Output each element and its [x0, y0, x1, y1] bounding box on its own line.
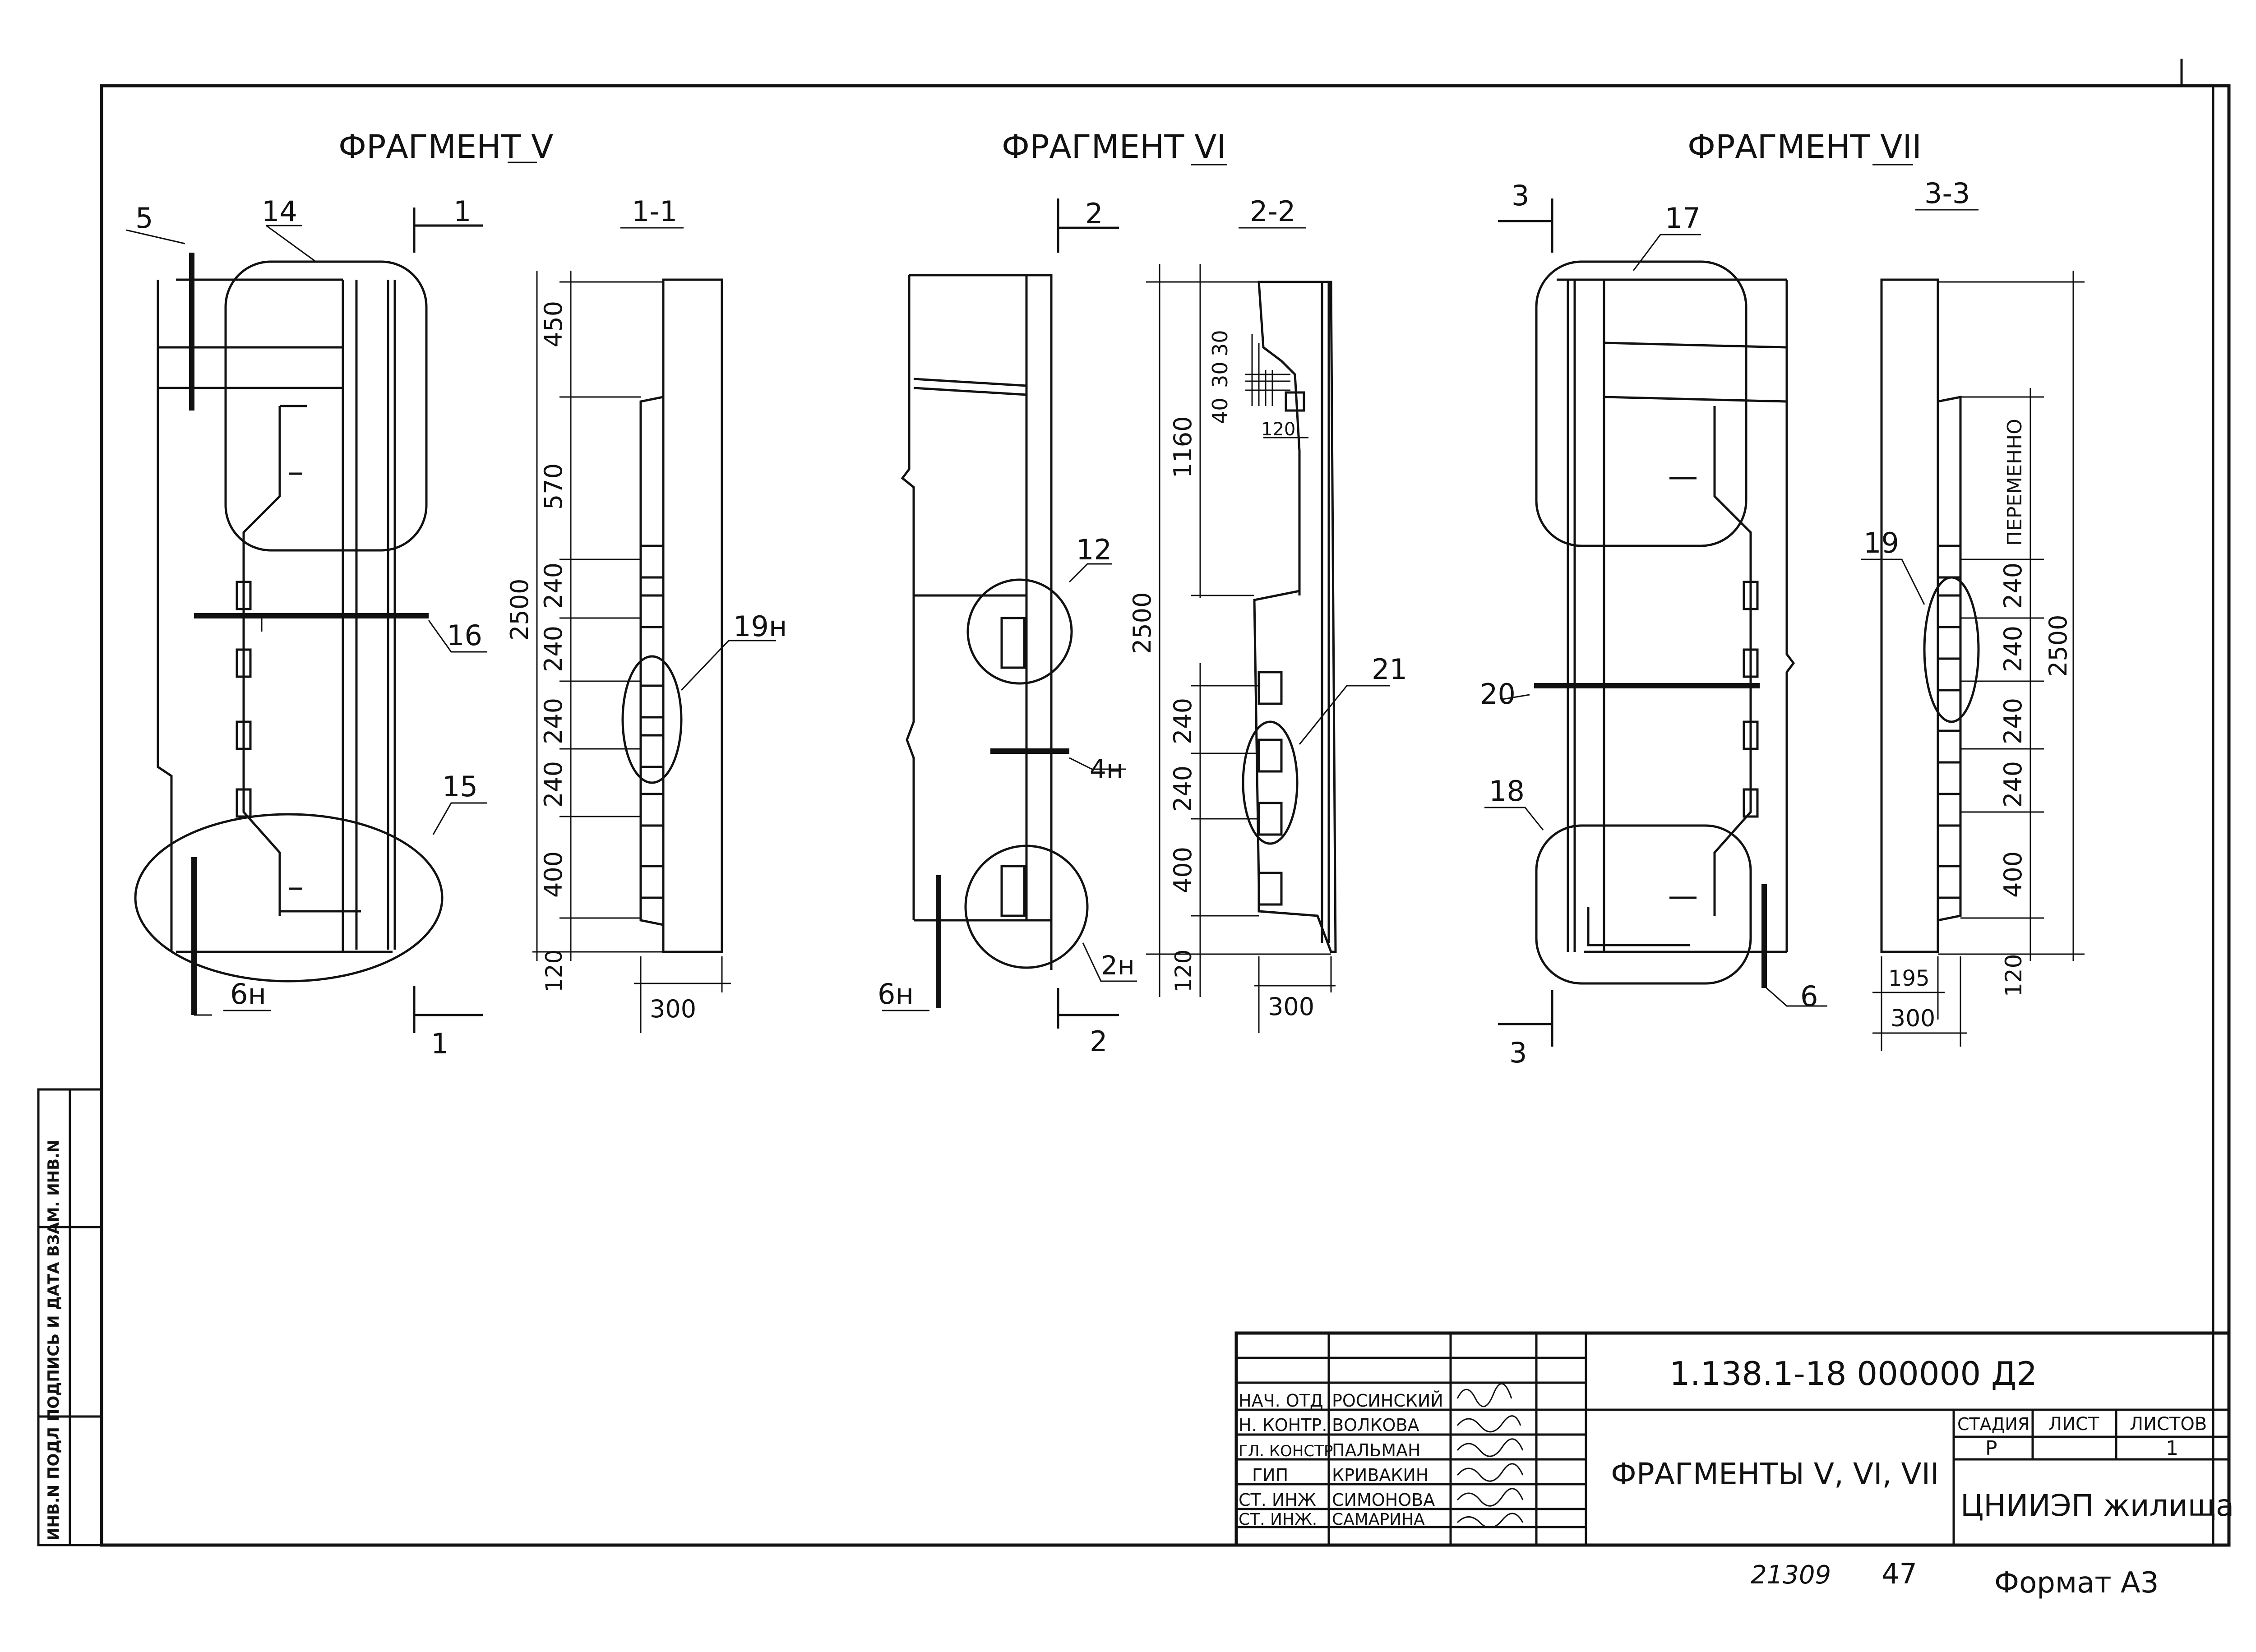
dim-1160: 1160 — [1169, 416, 1197, 478]
fragment-6-title: ФРАГМЕНТ VI — [1002, 128, 1226, 166]
stage-head: СТАДИЯ — [1957, 1414, 2029, 1434]
stage-value: Р — [1985, 1437, 1997, 1460]
fragment-5-title: ФРАГМЕНТ V — [338, 128, 553, 166]
staff-name-5: САМАРИНА — [1332, 1510, 1425, 1529]
org-name: ЦНИИЭП жилища — [1960, 1488, 2234, 1523]
dim-2500-c: 2500 — [2044, 615, 2072, 677]
staff-role-3: ГИП — [1252, 1465, 1288, 1485]
staff-role-0: НАЧ. ОТД — [1239, 1391, 1323, 1411]
callout-1-top: 1 — [453, 195, 471, 228]
sheet-frame — [100, 84, 2231, 1547]
sheets-total: 1 — [2166, 1437, 2178, 1460]
callout-15: 15 — [442, 770, 478, 803]
staff-name-3: КРИВАКИН — [1332, 1465, 1428, 1485]
fragment-7-title: ФРАГМЕНТ VII — [1687, 128, 1922, 166]
dim-300-c: 300 — [1891, 1005, 1935, 1032]
dim-240-f: 240 — [1169, 766, 1197, 812]
callout-6n-b: 6н — [878, 978, 914, 1011]
callout-3-bottom: 3 — [1509, 1036, 1527, 1069]
side-stamp-text: ИНВ.N ПОДЛ ПОДПИСЬ И ДАТА ВЗАМ. ИНВ.N — [45, 1140, 63, 1541]
dim-240-a: 240 — [539, 563, 568, 609]
callout-2-top: 2 — [1085, 197, 1103, 230]
callout-14: 14 — [262, 195, 297, 228]
dim-variable: ПЕРЕМЕННО — [2003, 419, 2026, 546]
signatures — [1456, 1383, 1524, 1528]
callout-5: 5 — [135, 202, 153, 235]
dim-2500: 2500 — [505, 579, 534, 641]
dim-300-b: 300 — [1268, 992, 1314, 1021]
section-3-3: 3-3 19 ПЕРЕМЕННО 240 240 240 240 4 — [1861, 177, 2085, 1051]
dim-30-b: 30 — [1208, 361, 1232, 388]
dim-120: 120 — [541, 950, 567, 992]
callout-18: 18 — [1489, 775, 1525, 808]
dim-120-c: 120 — [2001, 954, 2027, 997]
dim-40: 40 — [1208, 397, 1232, 424]
section-3-3-title: 3-3 — [1924, 177, 1970, 210]
dim-300: 300 — [650, 995, 696, 1023]
callout-19n: 19н — [733, 610, 787, 643]
staff-role-4: СТ. ИНЖ — [1239, 1490, 1316, 1510]
callout-20: 20 — [1480, 678, 1516, 711]
inventory-number: 21309 — [1751, 1560, 1831, 1590]
dim-240-i: 240 — [1999, 698, 2027, 744]
section-1-1-title: 1-1 — [632, 195, 677, 228]
callout-2-bottom: 2 — [1090, 1025, 1107, 1058]
dim-240-b: 240 — [539, 626, 568, 672]
callout-16: 16 — [447, 619, 482, 652]
dim-30-a: 30 — [1208, 330, 1232, 356]
dim-240-e: 240 — [1169, 698, 1197, 744]
staff-role-1: Н. КОНТР. — [1239, 1415, 1327, 1435]
staff-role-5: СТ. ИНЖ. — [1239, 1510, 1317, 1529]
callout-6: 6 — [1800, 980, 1818, 1013]
staff-name-2: ПАЛЬМАН — [1332, 1440, 1421, 1460]
dim-240-d: 240 — [539, 761, 568, 808]
doc-code: 1.138.1-18 000000 Д2 — [1669, 1355, 2037, 1393]
fragment-5: ФРАГМЕНТ V 1 1 5 14 — [126, 128, 553, 1060]
staff-name-1: ВОЛКОВА — [1332, 1415, 1419, 1435]
staff-role-2: ГЛ. КОНСТР — [1239, 1442, 1333, 1460]
callout-6n-a: 6н — [230, 978, 266, 1011]
staff-name-0: РОСИНСКИЙ — [1332, 1391, 1443, 1411]
dim-240-g: 240 — [1999, 563, 2027, 609]
callout-3-top: 3 — [1512, 179, 1529, 212]
dim-400-b: 400 — [1169, 847, 1197, 893]
dim-400: 400 — [539, 851, 568, 898]
fragment-6: ФРАГМЕНТ VI 4н 12 2н 6н 2 2 — [878, 128, 1227, 1058]
dim-195: 195 — [1888, 966, 1930, 991]
sheet-head: ЛИСТ — [2048, 1414, 2099, 1435]
dim-120-b: 120 — [1170, 950, 1197, 992]
dim-120-h: 120 — [1261, 419, 1295, 440]
dim-240-j: 240 — [1999, 761, 2027, 808]
callout-17: 17 — [1665, 202, 1701, 235]
title-block: 1.138.1-18 000000 Д2 ФРАГМЕНТЫ V, VI, VI… — [1234, 1331, 2234, 1547]
dim-2500-b: 2500 — [1128, 592, 1156, 654]
dim-240-h: 240 — [1999, 626, 2027, 672]
side-stamp: ИНВ.N ПОДЛ ПОДПИСЬ И ДАТА ВЗАМ. ИНВ.N — [37, 1088, 103, 1546]
section-1-1: 1-1 450 570 240 240 240 240 400 — [505, 195, 787, 1033]
section-2-2: 2-2 21 — [1128, 195, 1407, 1033]
sheet-title: ФРАГМЕНТЫ V, VI, VII — [1611, 1457, 1939, 1491]
dim-570: 570 — [539, 463, 568, 510]
dim-400-c: 400 — [1999, 851, 2027, 898]
fragment-7: ФРАГМЕНТ VII 20 18 17 6 3 3 — [1480, 128, 1922, 1069]
staff-name-4: СИМОНОВА — [1332, 1490, 1435, 1510]
section-2-2-title: 2-2 — [1250, 195, 1295, 228]
callout-1-bottom: 1 — [431, 1027, 448, 1060]
dim-450: 450 — [539, 301, 568, 347]
dim-240-c: 240 — [539, 698, 568, 744]
callout-19: 19 — [1863, 526, 1899, 559]
callout-4n: 4н — [1090, 754, 1123, 784]
callout-2n: 2н — [1101, 950, 1135, 981]
paper-format: Формат А3 — [1994, 1566, 2159, 1600]
callout-12: 12 — [1076, 533, 1112, 566]
page-number: 47 — [1882, 1557, 1917, 1590]
sheets-head: ЛИСТОВ — [2130, 1414, 2207, 1435]
callout-21: 21 — [1372, 653, 1407, 686]
